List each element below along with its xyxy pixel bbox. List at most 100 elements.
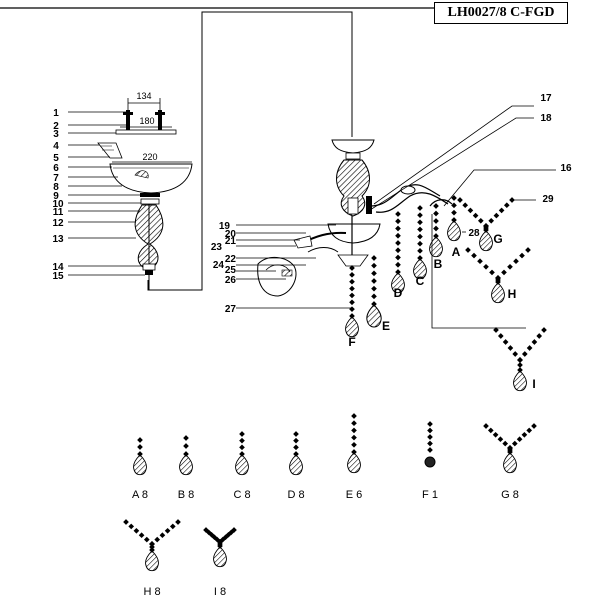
legend-pendant-d	[289, 431, 303, 476]
pendant-letter-a: A	[452, 245, 461, 259]
bead-string	[517, 357, 523, 373]
legend-label-d: D 8	[287, 489, 304, 501]
pendant-c-assembly	[413, 205, 427, 280]
part-number: 5	[53, 153, 59, 164]
part-number: 10	[52, 199, 64, 210]
pendant-f-assembly	[345, 265, 359, 338]
crystal-ball	[424, 456, 436, 468]
crystal-drop	[289, 454, 303, 476]
part-number: 19	[219, 221, 231, 232]
bead-string	[465, 247, 501, 281]
bead-string	[349, 265, 355, 319]
bead-string	[427, 421, 433, 453]
part-number: 8	[53, 182, 59, 193]
crystal-drop	[429, 236, 443, 258]
bead-string	[483, 423, 513, 451]
pendant-letters: A B C D E F G H I	[348, 232, 535, 391]
part-labels-right-leaders	[236, 105, 556, 329]
legend-labels: A 8 B 8 C 8 D 8 E 6 F 1 G 8 H 8 I 8	[132, 489, 519, 598]
pendant-letter-c: C	[416, 274, 425, 288]
part-number: 9	[53, 191, 59, 202]
dimension-134: 134	[136, 91, 151, 101]
bead-string	[457, 197, 489, 229]
part-number: 17	[540, 93, 552, 104]
bead-string	[149, 541, 155, 553]
connector-line	[147, 11, 353, 291]
part-numbers-right: 19 20 21 23 22 24 25 26 27 17 18 16 28 2…	[211, 93, 572, 315]
pendant-i-assembly	[493, 327, 547, 392]
bead-string	[217, 539, 223, 549]
bead-string	[507, 445, 513, 455]
legend-pendant-i	[203, 527, 237, 568]
part-number: 11	[53, 207, 64, 218]
part-number: 14	[52, 262, 64, 273]
part-number: 2	[53, 121, 59, 132]
legend-label-f: F 1	[422, 489, 438, 501]
legend-label-e: E 6	[346, 489, 363, 501]
dimension-180: 180	[139, 116, 154, 126]
legend-pendant-e	[347, 413, 361, 474]
bead-string	[495, 247, 531, 281]
pendant-letter-h: H	[508, 287, 517, 301]
pendant-letter-b: B	[434, 257, 443, 271]
bead-string	[433, 203, 439, 239]
crystal-drop	[479, 230, 493, 252]
bead-string	[137, 437, 143, 457]
part-number: 6	[53, 163, 59, 174]
legend-pendant-c	[235, 431, 249, 476]
part-number: 20	[225, 229, 237, 240]
bead-string	[493, 327, 523, 363]
legend-pendant-a	[133, 437, 147, 476]
crystal-drop	[347, 452, 361, 474]
legend-label-b: B 8	[178, 489, 195, 501]
bead-string	[123, 519, 155, 547]
part-number: 15	[52, 271, 64, 282]
pendant-b-assembly	[429, 203, 443, 258]
legend-pendant-f	[424, 421, 436, 468]
crystal-drop	[447, 220, 461, 242]
crystal-drop	[213, 546, 227, 568]
part-number: 4	[53, 141, 59, 152]
legend-pendant-g	[483, 423, 537, 474]
part-number: 1	[53, 108, 59, 119]
legend-label-g: G 8	[501, 489, 519, 501]
pendant-e-assembly	[366, 255, 382, 328]
pendant-letter-g: G	[493, 232, 502, 246]
part-number: 7	[53, 173, 59, 184]
part-numbers-left: 1 2 3 4 5 6 7 8 9 10 11 12 13 14 15	[52, 108, 64, 282]
bead-string	[351, 413, 357, 455]
bead-string	[517, 327, 547, 363]
bead-string	[483, 223, 489, 233]
pendant-g-assembly	[457, 197, 515, 252]
pendant-letter-e: E	[382, 319, 390, 333]
pendant-a-assembly	[447, 195, 461, 242]
part-number: 29	[542, 194, 554, 205]
crystal-drop	[503, 452, 517, 474]
part-number: 28	[468, 228, 480, 239]
part-number: 27	[225, 304, 237, 315]
part-number: 26	[225, 275, 237, 286]
part-number: 16	[560, 163, 572, 174]
legend-label-a: A 8	[132, 489, 148, 501]
crystal-drop	[345, 316, 359, 338]
part-labels-left	[68, 111, 145, 276]
bead-string	[217, 527, 237, 545]
bead-string	[417, 205, 423, 261]
legend-pendant-h	[123, 519, 181, 572]
legend-label-h: H 8	[143, 586, 160, 598]
part-number: 12	[52, 218, 64, 229]
pendant-h-assembly	[465, 247, 531, 304]
part-number: 23	[211, 242, 223, 253]
crystal-drop	[235, 454, 249, 476]
bead-string	[395, 211, 401, 275]
bead-string	[507, 423, 537, 451]
assembly-view-right	[257, 139, 453, 297]
pendant-letter-i: I	[532, 377, 535, 391]
part-number: 24	[213, 260, 225, 271]
bead-string	[495, 275, 501, 285]
pendant-letter-f: F	[348, 335, 355, 349]
pendant-d-assembly	[391, 211, 405, 294]
pendant-letter-d: D	[394, 286, 403, 300]
bead-string	[371, 255, 377, 307]
